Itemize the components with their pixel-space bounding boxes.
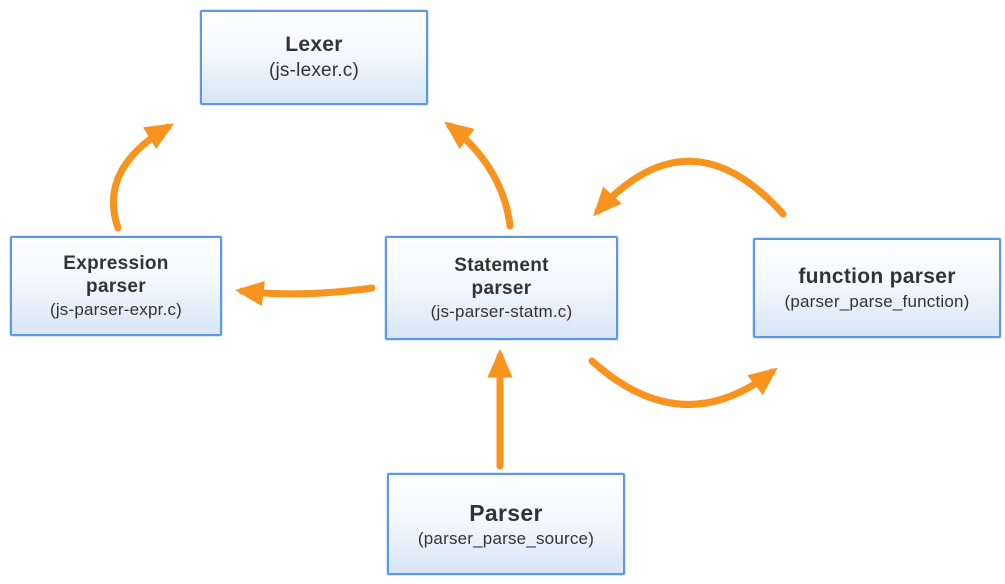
arrow-statement-parser-to-lexer bbox=[444, 121, 514, 230]
node-expression-parser-label: Expression parser bbox=[63, 252, 169, 297]
node-parser: Parser (parser_parse_source) bbox=[387, 473, 625, 575]
node-expression-parser-sublabel: (js-parser-expr.c) bbox=[49, 300, 183, 320]
arrow-function-parser-to-statement-parser bbox=[593, 157, 787, 218]
node-lexer-label: Lexer bbox=[285, 33, 343, 57]
node-statement-parser: Statement parser (js-parser-statm.c) bbox=[385, 236, 618, 340]
node-lexer: Lexer (js-lexer.c) bbox=[200, 10, 428, 105]
node-parser-sublabel: (parser_parse_source) bbox=[417, 528, 595, 548]
node-expression-parser: Expression parser (js-parser-expr.c) bbox=[10, 236, 222, 336]
node-statement-parser-sublabel: (js-parser-statm.c) bbox=[430, 302, 573, 322]
arrow-statement-parser-to-function-parser bbox=[588, 357, 778, 408]
node-statement-parser-label: Statement parser bbox=[454, 254, 549, 299]
node-parser-label: Parser bbox=[469, 499, 543, 526]
node-lexer-sublabel: (js-lexer.c) bbox=[268, 59, 359, 81]
node-function-parser-label: function parser bbox=[798, 265, 956, 289]
arrow-expression-parser-to-lexer bbox=[110, 123, 175, 232]
node-function-parser: function parser (parser_parse_function) bbox=[753, 238, 1001, 338]
arrow-statement-parser-to-expression-parser bbox=[234, 281, 376, 307]
node-function-parser-sublabel: (parser_parse_function) bbox=[784, 291, 970, 311]
